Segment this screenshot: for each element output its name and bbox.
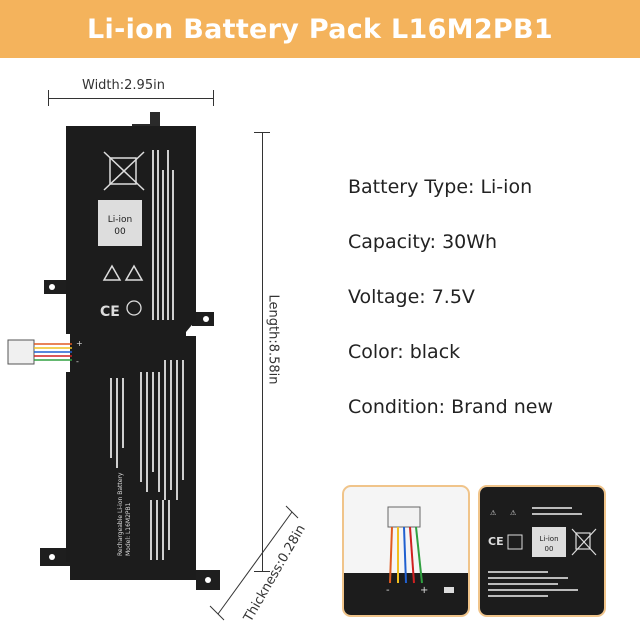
thickness-line <box>217 511 293 615</box>
label-detail-photo: ⚠ ⚠ CE Li-ion 00 <box>478 485 606 617</box>
top-mount-tab <box>132 112 160 128</box>
banner-title: Li-ion Battery Pack L16M2PB1 <box>87 13 553 45</box>
crossed-bin-icon <box>103 151 145 191</box>
width-cap-left <box>48 90 49 106</box>
connector-block <box>7 339 35 365</box>
terminal-plus: + <box>76 339 83 348</box>
svg-text:-: - <box>386 585 390 596</box>
recycle-icon: Li-ion 00 <box>98 200 142 246</box>
length-dimension <box>252 132 272 572</box>
spec-voltage: Voltage: 7.5V <box>348 286 475 308</box>
battery-title-line2: Model: L16M2PB1 <box>125 502 132 556</box>
svg-text:00: 00 <box>114 227 126 237</box>
svg-text:Li-ion: Li-ion <box>108 215 132 225</box>
connector-detail-photo: - + <box>342 485 470 617</box>
connector-detail-drawing: - + <box>344 506 468 615</box>
svg-text:CE: CE <box>488 535 504 548</box>
ce-mark-icon: CE <box>100 300 142 320</box>
svg-text:⚠: ⚠ <box>490 509 497 517</box>
svg-text:00: 00 <box>545 545 554 553</box>
length-line <box>262 132 263 572</box>
spec-condition: Condition: Brand new <box>348 396 554 418</box>
svg-text:+: + <box>420 585 428 596</box>
label-text-lines <box>110 150 184 560</box>
svg-text:Li-ion: Li-ion <box>539 535 558 543</box>
spec-capacity: Capacity: 30Wh <box>348 231 498 253</box>
width-cap-right <box>213 90 214 106</box>
width-dimension: Width:2.95in <box>48 78 214 108</box>
warning-triangle-icon <box>102 264 144 281</box>
length-cap-top <box>254 132 270 133</box>
width-line <box>48 98 214 99</box>
battery-title-line1: Rechargeable Li-ion Battery <box>117 472 124 556</box>
left-ear-bottom <box>40 548 72 566</box>
left-ear-top <box>44 280 70 294</box>
length-cap-bottom <box>254 571 270 572</box>
svg-text:⚠: ⚠ <box>510 509 517 517</box>
svg-text:CE: CE <box>100 304 120 320</box>
terminal-minus: - <box>76 357 79 366</box>
width-label: Width:2.95in <box>78 78 169 93</box>
label-detail-drawing: ⚠ ⚠ CE Li-ion 00 <box>480 487 604 615</box>
length-label: Length:8.58in <box>265 294 281 385</box>
title-banner: Li-ion Battery Pack L16M2PB1 <box>0 0 640 58</box>
spec-color: Color: black <box>348 341 461 363</box>
spec-list: Battery Type: Li-ion Capacity: 30Wh Volt… <box>348 172 633 447</box>
spec-battery-type: Battery Type: Li-ion <box>348 176 533 198</box>
